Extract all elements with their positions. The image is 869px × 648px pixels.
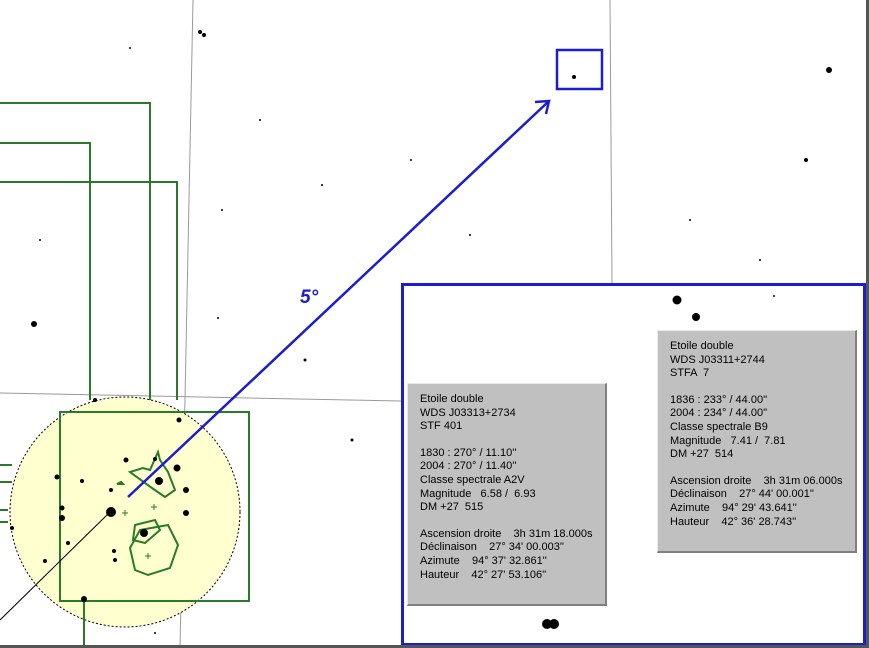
- info-spectral: Classe spectrale B9: [670, 420, 768, 433]
- stars: [10, 30, 832, 634]
- center-marks: [122, 504, 157, 559]
- info-ra: Ascension droite 3h 31m 06.000s: [670, 474, 843, 487]
- info-title: Etoile double: [670, 340, 734, 352]
- info-dm: DM +27 514: [670, 448, 734, 461]
- info-measure-2: 2004 : 270° / 11.40'': [420, 460, 517, 473]
- info-measure-1: 1830 : 270° / 11.10'': [420, 446, 517, 459]
- info-magnitude: Magnitude 6.58 / 6.93: [420, 487, 536, 500]
- info-altitude: Hauteur 42° 27' 53.106'': [420, 568, 547, 581]
- info-spectral: Classe spectrale A2V: [420, 473, 525, 486]
- star-info-card-stfa7: Etoile double WDS J03311+2744 STFA 7 183…: [657, 330, 857, 553]
- info-dm: DM +27 515: [420, 501, 484, 514]
- info-measure-1: 1836 : 233° / 44.00'': [670, 393, 768, 406]
- info-azimuth: Azimute 94° 29' 43.641'': [670, 501, 797, 514]
- info-wds: WDS J03313+2734: [420, 406, 516, 419]
- zoomed-stars: [542, 295, 775, 629]
- info-name: STF 401: [420, 420, 463, 433]
- target-star[interactable]: [572, 75, 576, 79]
- angular-distance-label: 5°: [300, 287, 319, 308]
- info-dec: Déclinaison 27° 44' 00.001'': [670, 488, 815, 501]
- finder-frames: [0, 102, 250, 648]
- target-marker-box[interactable]: [555, 48, 604, 91]
- info-title: Etoile double: [420, 393, 484, 405]
- info-wds: WDS J03311+2744: [670, 353, 765, 366]
- info-measure-2: 2004 : 234° / 44.00'': [670, 407, 768, 420]
- window-border-right: [866, 0, 869, 648]
- info-name: STFA 7: [670, 367, 710, 380]
- distance-arrow: [127, 99, 551, 498]
- pointer-line: [0, 511, 111, 621]
- info-dec: Déclinaison 27° 34' 00.003'': [420, 541, 565, 554]
- info-altitude: Hauteur 42° 36' 28.743'': [670, 515, 797, 528]
- zoomed-view-panel: Etoile double WDS J03313+2734 STF 401 18…: [401, 283, 866, 646]
- star-info-card-stf401: Etoile double WDS J03313+2734 STF 401 18…: [407, 383, 607, 606]
- window-border-bottom: [0, 645, 869, 648]
- info-ra: Ascension droite 3h 31m 18.000s: [420, 527, 593, 540]
- info-magnitude: Magnitude 7.41 / 7.81: [670, 434, 786, 447]
- info-azimuth: Azimute 94° 37' 32.861'': [420, 554, 547, 567]
